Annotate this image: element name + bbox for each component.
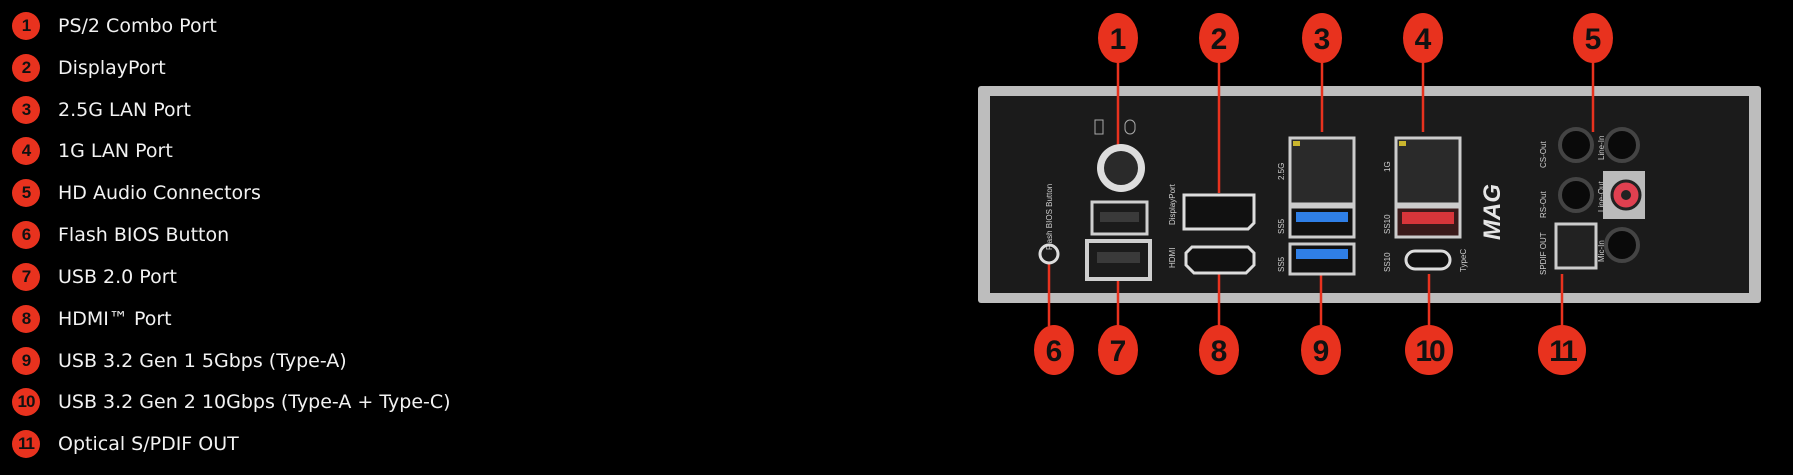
- displayport-text: DisplayPort: [1168, 183, 1177, 225]
- callout-4-number: 4: [1415, 23, 1432, 56]
- callout-9: [1301, 325, 1341, 375]
- hdmi-text: HDMI: [1168, 248, 1177, 268]
- flash-bios-button[interactable]: [1038, 243, 1060, 265]
- usb3-blue-tongue: [1296, 249, 1348, 259]
- ss5-text: SS5: [1277, 218, 1286, 234]
- rs-out-jack[interactable]: [1558, 177, 1594, 213]
- callout-1-number: 1: [1110, 23, 1127, 56]
- legend-item: 2 DisplayPort: [12, 53, 166, 83]
- legend-item: 4 1G LAN Port: [12, 136, 173, 166]
- ss10-text: SS10: [1383, 252, 1392, 272]
- line-in-jack[interactable]: [1604, 127, 1640, 163]
- callout-7: [1098, 325, 1138, 375]
- number-badge: 10: [12, 388, 40, 416]
- callout-9-number: 9: [1313, 335, 1330, 368]
- callout-4: [1403, 13, 1443, 63]
- legend-label: USB 3.2 Gen 2 10Gbps (Type-A + Type-C): [58, 391, 451, 413]
- callout-2-number: 2: [1211, 23, 1228, 56]
- legend-label: DisplayPort: [58, 57, 166, 79]
- callout-2: [1199, 13, 1239, 63]
- ss5-text: SS5: [1277, 256, 1286, 272]
- number-badge: 11: [12, 430, 40, 458]
- line-out-hole: [1621, 190, 1631, 200]
- flash-bios-text: Flash BIOS Button: [1045, 184, 1054, 250]
- legend-item: 8 HDMI™ Port: [12, 304, 172, 334]
- legend-label: 2.5G LAN Port: [58, 99, 191, 121]
- lan-led: [1293, 141, 1300, 146]
- typec-text: TypeC: [1459, 249, 1468, 272]
- mouse-icon: [1124, 119, 1136, 135]
- legend-label: HDMI™ Port: [58, 308, 172, 330]
- callout-badges: 1 2 3 4 5 6 7 8 9 10 11: [1034, 13, 1613, 375]
- usb2-tongue: [1097, 252, 1140, 263]
- cs-out-text: CS-Out: [1539, 141, 1548, 168]
- rs-out-text: RS-Out: [1539, 191, 1548, 218]
- number-badge: 4: [12, 137, 40, 165]
- callout-5: [1573, 13, 1613, 63]
- callout-6: [1034, 325, 1074, 375]
- displayport-port[interactable]: [1182, 193, 1256, 231]
- ps2-socket: [1104, 151, 1138, 185]
- number-badge: 6: [12, 221, 40, 249]
- legend-label: Optical S/PDIF OUT: [58, 433, 239, 455]
- callout-3-number: 3: [1314, 23, 1331, 56]
- ss10-text: SS10: [1383, 214, 1392, 234]
- number-badge: 9: [12, 347, 40, 375]
- number-badge: 1: [12, 12, 40, 40]
- legend-item: 5 HD Audio Connectors: [12, 178, 261, 208]
- callout-10-number: 10: [1415, 335, 1445, 368]
- lan1-text: 1G: [1383, 161, 1392, 172]
- callout-8: [1199, 325, 1239, 375]
- legend-label: USB 2.0 Port: [58, 266, 177, 288]
- callout-lines: [1047, 60, 1595, 326]
- usb2-port-bottom[interactable]: [1085, 239, 1152, 281]
- lan-led: [1399, 141, 1406, 146]
- legend-item: 7 USB 2.0 Port: [12, 262, 177, 292]
- callout-8-number: 8: [1211, 335, 1228, 368]
- legend-item: 6 Flash BIOS Button: [12, 220, 229, 250]
- mic-in-text: Mic-In: [1597, 240, 1606, 262]
- callout-7-number: 7: [1110, 335, 1127, 368]
- usb3-blue-tongue: [1296, 212, 1348, 222]
- callout-5-number: 5: [1585, 23, 1602, 56]
- callout-6-number: 6: [1046, 335, 1063, 368]
- number-badge: 3: [12, 96, 40, 124]
- usb2-port-top[interactable]: [1090, 200, 1149, 236]
- legend-item: 10 USB 3.2 Gen 2 10Gbps (Type-A + Type-C): [12, 387, 451, 417]
- legend-label: 1G LAN Port: [58, 140, 173, 162]
- number-badge: 2: [12, 54, 40, 82]
- legend-item: 11 Optical S/PDIF OUT: [12, 429, 239, 459]
- legend-item: 9 USB 3.2 Gen 1 5Gbps (Type-A): [12, 346, 347, 376]
- line-out-text: Line-Out: [1597, 181, 1606, 212]
- line-in-text: Line-In: [1597, 136, 1606, 160]
- keyboard-icon: [1094, 119, 1104, 135]
- audio-jacks: [1554, 127, 1645, 270]
- usb2-tongue: [1100, 212, 1139, 222]
- optical-spdif-port[interactable]: [1554, 222, 1598, 270]
- callout-11-number: 11: [1549, 335, 1577, 368]
- spdif-text: SPDIF OUT: [1539, 232, 1548, 275]
- legend-item: 1 PS/2 Combo Port: [12, 11, 217, 41]
- mag-logo: MAG: [1479, 184, 1506, 240]
- lan-2-5g-port[interactable]: [1288, 136, 1356, 206]
- usb-type-c-port[interactable]: [1404, 249, 1452, 271]
- legend-label: PS/2 Combo Port: [58, 15, 217, 37]
- callout-10: [1405, 325, 1453, 375]
- legend-item: 3 2.5G LAN Port: [12, 95, 191, 125]
- legend-label: HD Audio Connectors: [58, 182, 261, 204]
- number-badge: 5: [12, 179, 40, 207]
- lan25-text: 2.5G: [1277, 163, 1286, 180]
- number-badge: 8: [12, 305, 40, 333]
- lan-1g-port[interactable]: [1394, 136, 1462, 206]
- callout-3: [1302, 13, 1342, 63]
- number-badge: 7: [12, 263, 40, 291]
- callout-1: [1098, 13, 1138, 63]
- legend-label: Flash BIOS Button: [58, 224, 230, 246]
- hdmi-port[interactable]: [1184, 245, 1256, 275]
- callout-11: [1538, 325, 1586, 375]
- usb3-red-tongue: [1402, 212, 1454, 224]
- mic-in-jack[interactable]: [1604, 227, 1640, 263]
- legend-label: USB 3.2 Gen 1 5Gbps (Type-A): [58, 350, 347, 372]
- cs-out-jack[interactable]: [1558, 127, 1594, 163]
